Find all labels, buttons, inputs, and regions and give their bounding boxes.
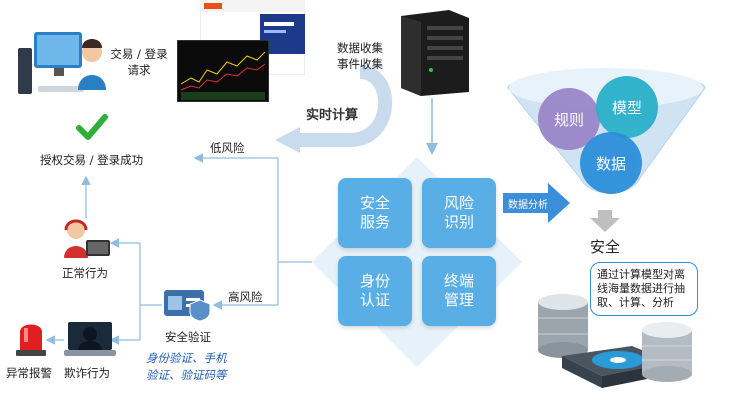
tile-identity-authentication: 身份认证 [338,256,412,326]
check-mark-icon [76,112,108,142]
realtime-compute-label: 实时计算 [306,108,359,123]
abnormal-alarm-label: 异常报警 [6,366,52,380]
customer-service-icon [60,218,112,260]
tile-terminal-management: 终端管理 [422,256,496,326]
database-stack-icon [532,290,702,396]
data-analysis-label: 数据分析 [508,200,548,211]
stock-chart-screenshot [176,39,270,103]
high-risk-label: 高风险 [228,290,263,304]
tile-risk-identification: 风险识别 [422,178,496,248]
callout-bubble: 通过计算模型对离线海量数据进行抽取、计算、分析 [590,262,698,316]
auth-success-label: 授权交易 / 登录成功 [40,153,144,167]
verification-card-icon [162,286,214,322]
circle-model: 模型 [596,76,658,138]
tile-security-service: 安全服务 [338,178,412,248]
transaction-request-label: 交易 / 登录 请求 [110,47,168,77]
alarm-light-icon [14,316,48,358]
data-analysis-arrow [503,183,570,223]
realtime-curve-arrow [300,65,393,147]
callout-text: 通过计算模型对离线海量数据进行抽取、计算、分析 [597,268,685,309]
data-collection-label: 数据收集 事件收集 [337,41,383,71]
security-verification-label: 安全验证 [165,330,211,344]
verification-methods-text: 身份验证、手机 验证、验证码等 [146,351,227,382]
realtime-arrow-head [275,127,300,153]
low-risk-label: 低风险 [210,141,245,155]
funnel-down-arrow [590,210,620,232]
circle-data: 数据 [580,132,642,194]
user-computer-icon [16,28,108,98]
server-rack-icon [395,8,475,96]
fraud-behavior-label: 欺诈行为 [64,366,110,380]
hacker-laptop-icon [64,318,116,360]
normal-behavior-label: 正常行为 [62,266,108,280]
security-output-label: 安全 [590,238,621,256]
